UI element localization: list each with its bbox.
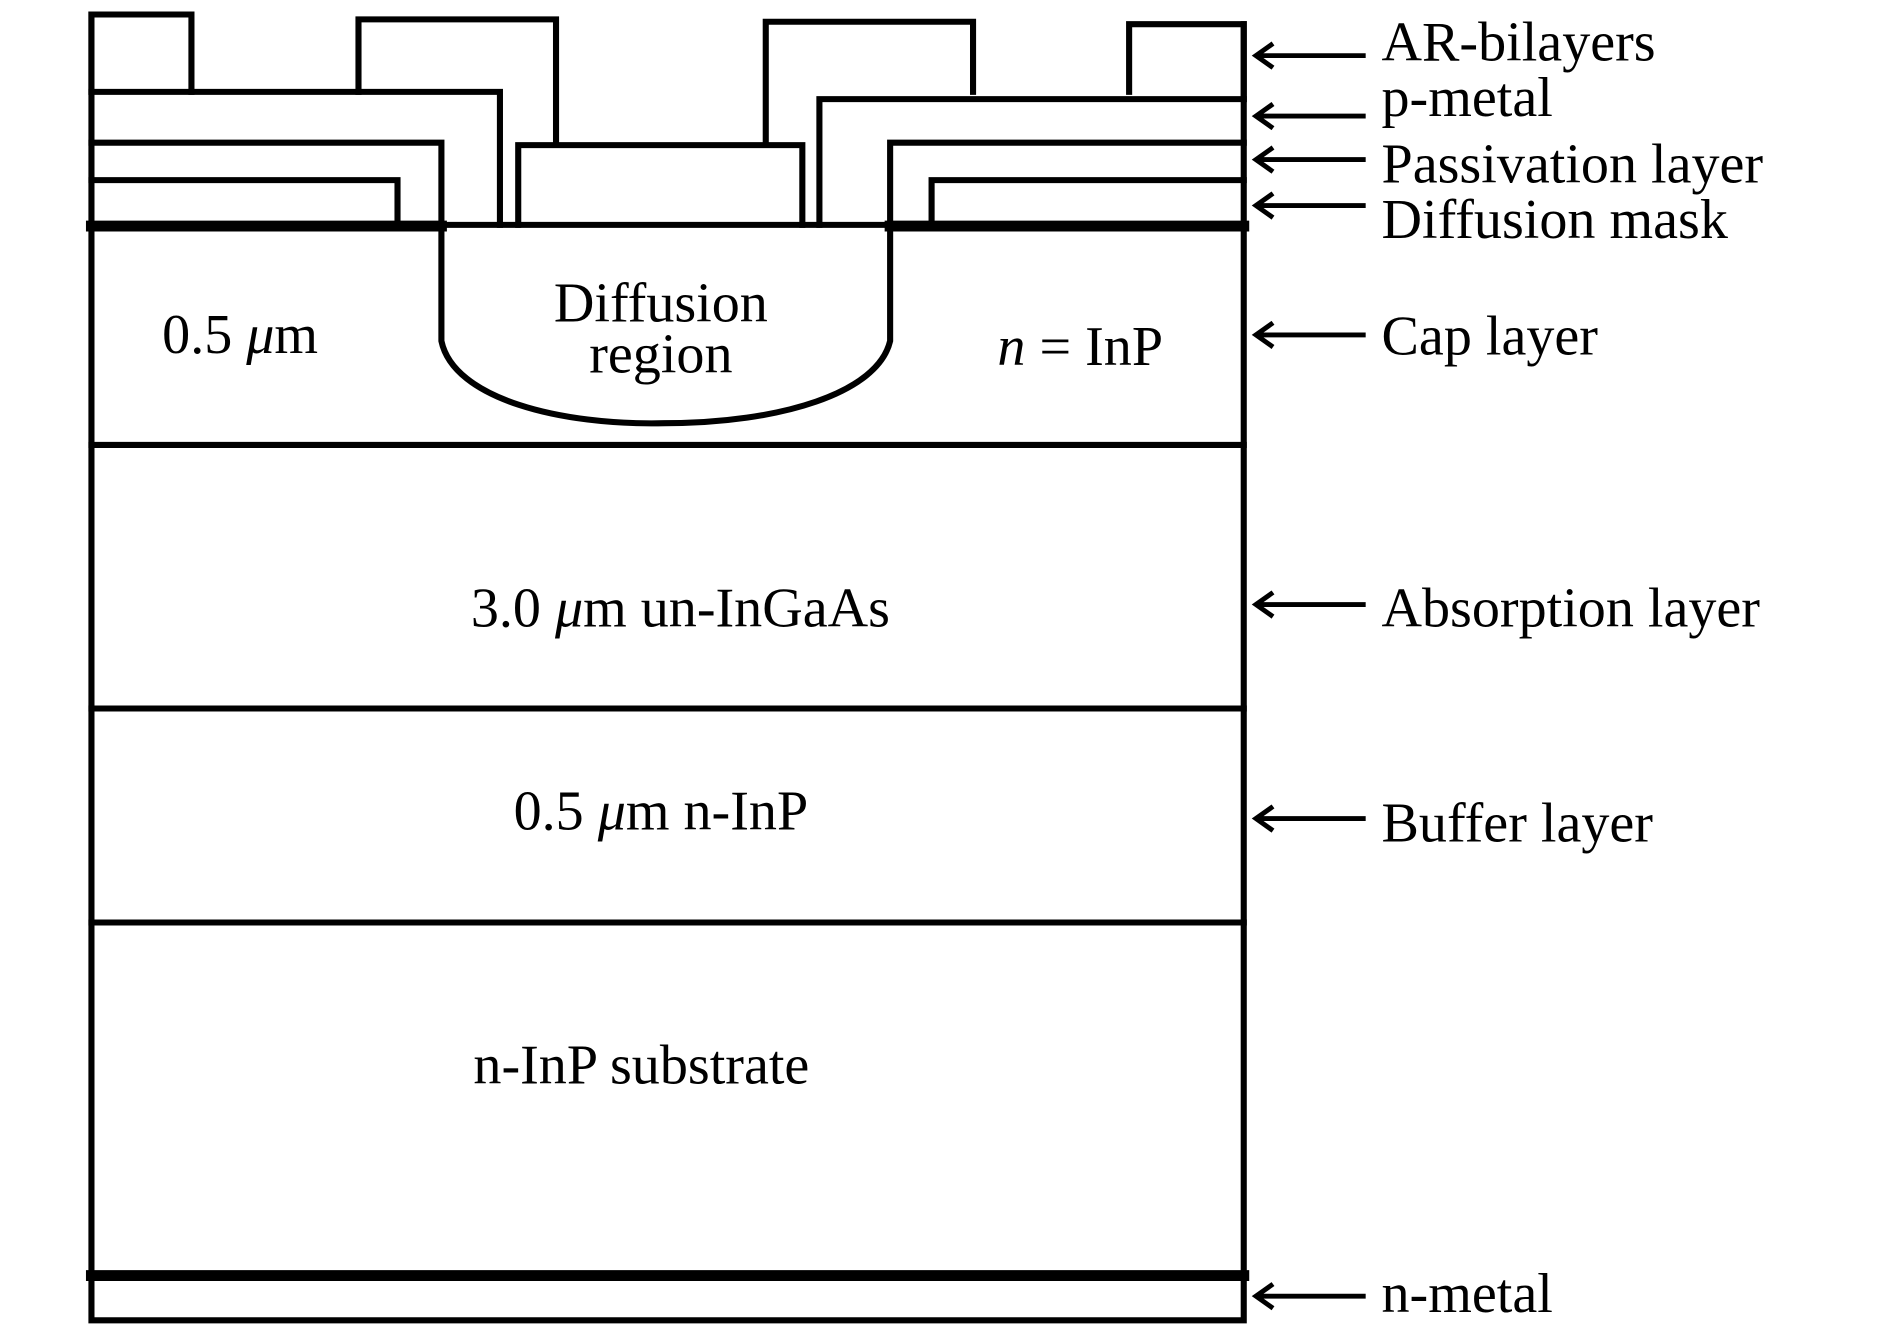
arrow-pmetal xyxy=(1251,102,1366,131)
callout-arrows xyxy=(1251,41,1366,1311)
label-ar-bilayers: AR-bilayers xyxy=(1382,12,1656,74)
arrow-nmetal xyxy=(1251,1282,1366,1311)
label-p-metal: p-metal xyxy=(1382,67,1553,129)
label-n-metal: n-metal xyxy=(1382,1263,1553,1325)
device-outline xyxy=(88,11,1247,1324)
passivation-left xyxy=(88,139,445,228)
p-metal-right xyxy=(816,96,1247,228)
ar-box-3 xyxy=(762,18,977,146)
arrow-left-icon xyxy=(1251,804,1366,833)
mask-left xyxy=(88,177,401,228)
absorption-layer-text: 3.0 μm un-InGaAs xyxy=(471,578,890,640)
diffusion-region-label-line2: region xyxy=(589,324,732,386)
arrow-buffer xyxy=(1251,804,1366,833)
diffusion-mask-layer xyxy=(88,177,1247,228)
label-absorption-layer: Absorption layer xyxy=(1382,578,1761,640)
p-metal-layer xyxy=(88,88,1247,228)
arrow-left-icon xyxy=(1251,320,1366,349)
arrow-left-icon xyxy=(1251,41,1366,70)
arrow-ar xyxy=(1251,41,1366,70)
buffer-layer-text: 0.5 μm n-InP xyxy=(514,781,809,843)
arrow-left-icon xyxy=(1251,191,1366,220)
arrow-cap xyxy=(1251,320,1366,349)
arrow-left-icon xyxy=(1251,102,1366,131)
arrow-left-icon xyxy=(1251,590,1366,619)
arrow-left-icon xyxy=(1251,1282,1366,1311)
label-buffer-layer: Buffer layer xyxy=(1382,793,1654,855)
substrate-text: n-InP substrate xyxy=(473,1035,809,1097)
arrow-mask xyxy=(1251,191,1366,220)
arrow-absorption xyxy=(1251,590,1366,619)
ar-box-1 xyxy=(88,11,195,95)
passivation-right xyxy=(887,139,1247,228)
diffusion-region-outline xyxy=(438,226,894,427)
ar-box-2 xyxy=(355,16,560,146)
arrow-left-icon xyxy=(1251,145,1366,174)
label-passivation-layer: Passivation layer xyxy=(1382,134,1764,196)
ar-bilayers xyxy=(88,11,1247,146)
cap-thickness-label: 0.5 μm xyxy=(162,304,318,366)
ar-box-4 xyxy=(1126,21,1247,103)
p-metal-left xyxy=(88,88,503,228)
passivation-layer xyxy=(88,139,1247,228)
label-cap-layer: Cap layer xyxy=(1382,305,1599,367)
layer-labels: AR-bilayers p-metal Passivation layer Di… xyxy=(1382,12,1764,1325)
passivation-center xyxy=(515,142,806,228)
diffusion-region-label-line1: Diffusion xyxy=(554,273,768,335)
arrow-passivation xyxy=(1251,145,1366,174)
label-diffusion-mask: Diffusion mask xyxy=(1382,189,1728,251)
cap-material-label: n = InP xyxy=(997,316,1163,378)
mask-right xyxy=(928,177,1247,228)
